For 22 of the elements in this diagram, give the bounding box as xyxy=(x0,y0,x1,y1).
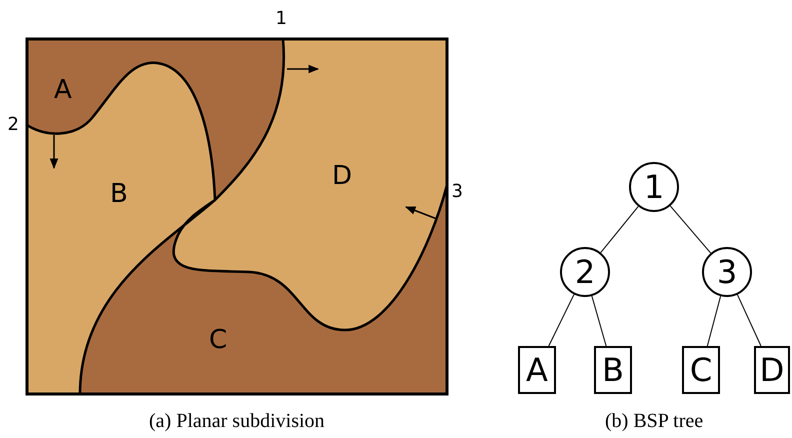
tree-edge xyxy=(591,296,607,346)
curve-number: 2 xyxy=(8,116,19,134)
tree-edge xyxy=(670,205,712,254)
tree-node-circle: 3 xyxy=(702,247,752,297)
tree-node-circle: 1 xyxy=(629,162,679,212)
tree-edge xyxy=(706,296,722,346)
tree-node-circle: 2 xyxy=(560,247,610,297)
tree-edge xyxy=(600,206,639,254)
curve-number: 1 xyxy=(276,10,287,28)
tree-edge xyxy=(736,294,762,346)
tree-edge xyxy=(548,294,574,346)
region-label: C xyxy=(209,327,228,353)
caption: (b) BSP tree xyxy=(605,411,704,431)
leaf-box: A xyxy=(518,346,556,394)
curve-number: 3 xyxy=(452,183,463,201)
region-label: A xyxy=(54,77,72,103)
leaf-box: D xyxy=(754,346,790,394)
caption: (a) Planar subdivision xyxy=(149,411,325,431)
leaf-box: B xyxy=(594,346,632,394)
region-label: B xyxy=(110,181,128,207)
region-label: D xyxy=(332,163,352,189)
leaf-box: C xyxy=(682,346,720,394)
